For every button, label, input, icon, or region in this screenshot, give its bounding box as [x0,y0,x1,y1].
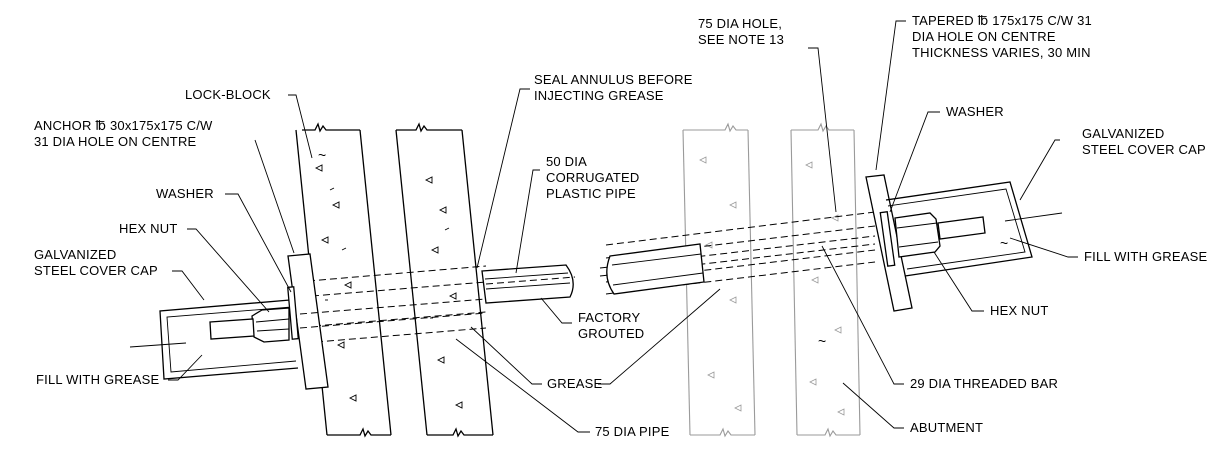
hex-nut-right [894,212,941,258]
label-cover-cap-right-2: STEEL COVER CAP [1082,142,1206,157]
label-corrugated-pipe-2: CORRUGATED [546,170,639,185]
svg-text:~: ~ [318,147,326,163]
label-seal-annulus-1: SEAL ANNULUS BEFORE [534,72,693,87]
label-hex-nut-left: HEX NUT [119,221,177,236]
centreline-left [129,342,187,348]
label-tapered-plate-3: THICKNESS VARIES, 30 MIN [912,45,1091,60]
label-hole-75-1: 75 DIA HOLE, [698,16,782,31]
label-hex-nut-right: HEX NUT [990,303,1048,318]
label-threaded-bar: 29 DIA THREADED BAR [910,376,1058,391]
corrugated-pipe-right [606,243,705,295]
pipe-75-left-dashed [307,265,487,343]
label-cover-cap-left-1: GALVANIZED [34,247,116,262]
right-assembly: ~ [599,122,1063,438]
threaded-bar-right [937,216,986,240]
abutment-panel-1 [682,122,756,438]
svg-text:~: ~ [818,333,826,349]
left-assembly: ~ [129,122,576,438]
cover-cap-right [885,181,1033,277]
label-washer-right: WASHER [946,104,1004,119]
hex-nut-left [251,307,290,343]
labels: LOCK-BLOCK ANCHOR ℔ 30x175x175 C/W 31 DI… [34,13,1207,439]
label-corrugated-pipe-1: 50 DIA [546,154,587,169]
abutment-panel-2: ~ [790,122,861,438]
label-grease: GREASE [547,376,603,391]
label-cover-cap-left-2: STEEL COVER CAP [34,263,158,278]
corrugated-pipe-left [481,264,576,304]
washer-right [879,210,896,267]
threaded-bar-left [209,298,487,340]
label-tapered-plate-2: DIA HOLE ON CENTRE [912,29,1056,44]
label-abutment: ABUTMENT [910,420,983,435]
label-seal-annulus-2: INJECTING GREASE [534,88,664,103]
label-pipe-75: 75 DIA PIPE [595,424,670,439]
label-anchor-plate-1: ANCHOR ℔ 30x175x175 C/W [34,118,213,133]
label-washer-left: WASHER [156,186,214,201]
leader-lines [168,20,1078,433]
label-factory-grouted-1: FACTORY [578,310,640,325]
centreline-right [1004,212,1063,222]
label-lock-block: LOCK-BLOCK [185,87,271,102]
washer-left [287,286,299,340]
label-tapered-plate-1: TAPERED ℔ 175x175 C/W 31 [912,13,1092,28]
label-cover-cap-right-1: GALVANIZED [1082,126,1164,141]
label-fill-grease-right: FILL WITH GREASE [1084,249,1207,264]
anchor-plate-left [287,253,329,390]
label-corrugated-pipe-3: PLASTIC PIPE [546,186,636,201]
lock-block-panel-2 [395,122,494,438]
label-fill-grease-left: FILL WITH GREASE [36,372,159,387]
label-hole-75-2: SEE NOTE 13 [698,32,784,47]
svg-text:~: ~ [1000,235,1008,251]
label-factory-grouted-2: GROUTED [578,326,644,341]
label-anchor-plate-2: 31 DIA HOLE ON CENTRE [34,134,197,149]
